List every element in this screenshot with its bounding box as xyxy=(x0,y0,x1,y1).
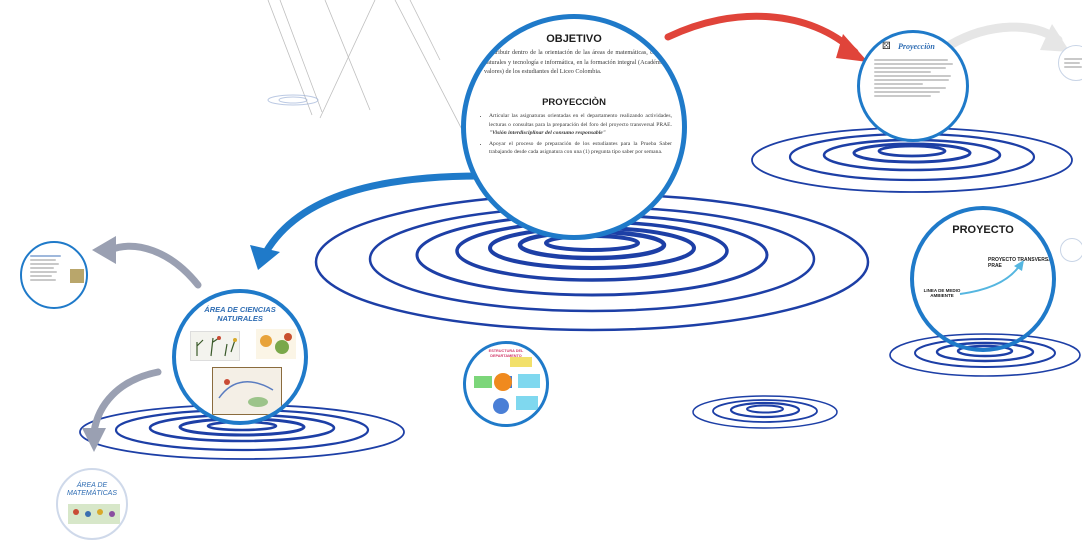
faint-lines xyxy=(267,0,471,146)
matematicas-image xyxy=(68,504,120,524)
offscreen-circle-right[interactable] xyxy=(1060,238,1082,262)
objetivo-frame[interactable]: OBJETIVO Contribuir dentro de la orienta… xyxy=(461,14,687,240)
small-circle-left[interactable] xyxy=(20,241,88,309)
proyecto-title: PROYECTO xyxy=(952,224,1014,236)
proyeccion-bullet-1-quote: "Visión interdisciplinar del consumo res… xyxy=(489,130,606,136)
proyeccion-list: Articular las asignaturas orientadas en … xyxy=(480,112,672,159)
faint-ellipses xyxy=(267,94,319,106)
proyecto-label-prae: PROYECTO TRANSVERSAL PRAE xyxy=(988,257,1055,269)
ciencias-image-3 xyxy=(212,367,282,415)
arrow-gray-head-left xyxy=(92,236,116,264)
proyecto-label-linea: LINEA DE MEDIO AMBIENTE xyxy=(923,288,961,298)
proyeccion-small-title: Proyecciòn xyxy=(898,42,935,51)
matematicas-title: ÁREA DE MATEMÁTICAS xyxy=(66,482,118,497)
plant-drawing-icon xyxy=(196,336,237,357)
ciencias-frame[interactable]: ÁREA DE CIENCIAS NATURALES xyxy=(172,289,308,425)
ciencias-image-2 xyxy=(256,329,296,359)
offscreen-circle-placeholder xyxy=(1064,56,1082,70)
arrow-gray-to-small-left xyxy=(106,242,202,289)
proyeccion-small-frame[interactable]: ⚄ Proyecciòn xyxy=(857,30,969,142)
arrow-blue-to-ciencias xyxy=(262,172,492,256)
arrow-blue-head xyxy=(250,245,280,270)
estructura-title: ESTRUCTURA DEL DEPARTAMENTO xyxy=(488,349,524,358)
estructura-frame[interactable]: ESTRUCTURA DEL DEPARTAMENTO xyxy=(463,341,549,427)
arrow-gray-head-down xyxy=(82,428,106,452)
small-circle-left-content xyxy=(30,253,74,283)
cycle-drawing-icon xyxy=(218,379,274,407)
proyeccion-bullet-2: Apoyar el proceso de preparación de los … xyxy=(489,140,672,157)
objetivo-text: Contribuir dentro de la orientación de l… xyxy=(484,49,670,75)
objetivo-title: OBJETIVO xyxy=(546,33,602,45)
arrow-red-head xyxy=(836,34,868,62)
arrow-gray-to-matematicas xyxy=(90,368,162,436)
proyeccion-bullet-1: Articular las asignaturas orientadas en … xyxy=(489,112,672,138)
estructura-diagram xyxy=(474,357,540,414)
ripple-rings-lower-middle xyxy=(692,395,838,429)
ciencias-image-1 xyxy=(190,331,240,361)
offscreen-circle-top-right[interactable] xyxy=(1058,45,1082,81)
proyecto-frame[interactable]: PROYECTO PROYECTO TRANSVERSAL PRAE LINEA… xyxy=(910,206,1056,352)
people-drawing-icon xyxy=(73,509,115,517)
proyeccion-small-text xyxy=(874,57,956,99)
arrow-gray-to-offscreen xyxy=(945,22,1063,50)
ciencias-title: ÁREA DE CIENCIAS NATURALES xyxy=(204,305,276,323)
dice-icon: ⚄ xyxy=(882,41,891,52)
matematicas-frame[interactable]: ÁREA DE MATEMÁTICAS xyxy=(56,468,128,540)
proyeccion-bullet-1-text: Articular las asignaturas orientadas en … xyxy=(489,113,672,128)
arrow-red-to-proyeccion xyxy=(664,12,859,56)
arrow-gray-head-top-right xyxy=(1040,24,1070,52)
fruit-drawing-icon xyxy=(260,333,292,354)
proyeccion-title: PROYECCIÒN xyxy=(542,97,606,108)
small-circle-left-photo xyxy=(70,269,84,283)
